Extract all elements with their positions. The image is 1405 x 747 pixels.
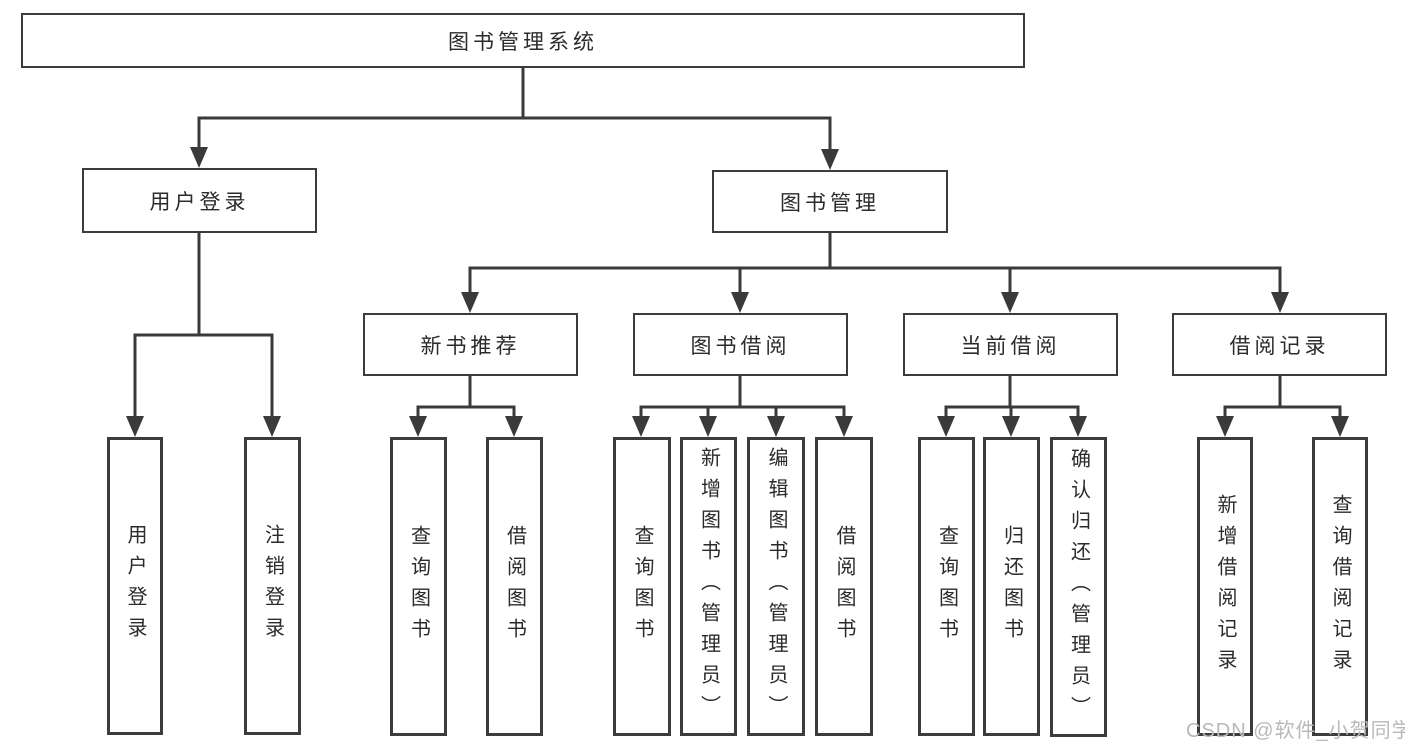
edge-from-borrow-records [1216,376,1349,437]
node-label: 新增图书（管理员） [697,447,720,726]
edge-from-current-borrow [937,376,1087,437]
edge-from-new-book-rec [409,376,523,437]
edge-from-user-login [126,233,281,437]
node-leaf-return-books: 归还图书 [983,437,1040,736]
arrowhead-icon [767,416,785,437]
node-label: 借阅图书 [833,524,855,649]
edge-from-book-mgmt [461,233,1289,313]
arrowhead-icon [1271,292,1289,313]
node-book-borrow: 图书借阅 [633,313,848,376]
arrowhead-icon [505,416,523,437]
arrowhead-icon [461,292,479,313]
node-label: 新增借阅记录 [1214,493,1236,680]
node-label: 借阅记录 [1229,334,1330,358]
node-leaf-query-books-b: 查询图书 [613,437,671,736]
node-label: 查询图书 [407,524,430,649]
watermark-text: CSDN @软件_小贺同学 [1186,720,1405,742]
node-label: 新书推荐 [420,334,521,358]
arrowhead-icon [1002,416,1020,437]
node-label: 查询图书 [631,524,653,649]
edge-from-root [190,68,839,170]
node-label: 查询借阅记录 [1329,493,1351,680]
arrowhead-icon [699,416,717,437]
node-label: 当前借阅 [960,334,1061,358]
arrowhead-icon [190,147,208,168]
node-label: 用户登录 [149,190,250,214]
node-leaf-query-books-c: 查询图书 [918,437,975,736]
node-label: 查询图书 [935,524,958,649]
node-new-book-rec: 新书推荐 [363,313,578,376]
node-leaf-add-books: 新增图书（管理员） [680,437,737,736]
node-label: 图书管理 [780,191,880,215]
node-label: 编辑图书（管理员） [765,447,787,726]
node-leaf-borrow-books-b: 借阅图书 [815,437,873,736]
arrowhead-icon [409,416,427,437]
node-label: 确认归还（管理员） [1067,447,1090,727]
arrowhead-icon [126,416,144,437]
node-user-login: 用户登录 [82,168,317,233]
arrowhead-icon [632,416,650,437]
node-leaf-query-books-a: 查询图书 [390,437,447,736]
arrowhead-icon [835,416,853,437]
node-label: 图书借阅 [690,334,791,358]
node-leaf-confirm-return: 确认归还（管理员） [1050,437,1107,737]
arrowhead-icon [1001,292,1019,313]
arrowhead-icon [937,416,955,437]
arrowhead-icon [1069,416,1087,437]
node-label: 用户登录 [124,524,146,648]
node-leaf-query-borrow-record: 查询借阅记录 [1312,437,1368,736]
node-label: 归还图书 [1000,524,1023,649]
node-current-borrow: 当前借阅 [903,313,1118,376]
node-leaf-add-borrow-record: 新增借阅记录 [1197,437,1253,736]
node-leaf-edit-books: 编辑图书（管理员） [747,437,805,736]
edge-from-book-borrow [632,376,853,437]
arrowhead-icon [1216,416,1234,437]
arrowhead-icon [263,416,281,437]
node-label: 借阅图书 [503,524,526,649]
arrowhead-icon [821,149,839,170]
node-leaf-user-login: 用户登录 [107,437,163,735]
arrowhead-icon [1331,416,1349,437]
arrowhead-icon [731,292,749,313]
node-book-mgmt: 图书管理 [712,170,948,233]
node-leaf-logout: 注销登录 [244,437,301,735]
node-leaf-borrow-books-a: 借阅图书 [486,437,543,736]
node-root: 图书管理系统 [21,13,1025,68]
node-borrow-records: 借阅记录 [1172,313,1387,376]
node-label: 注销登录 [261,524,284,648]
node-label: 图书管理系统 [448,30,598,54]
